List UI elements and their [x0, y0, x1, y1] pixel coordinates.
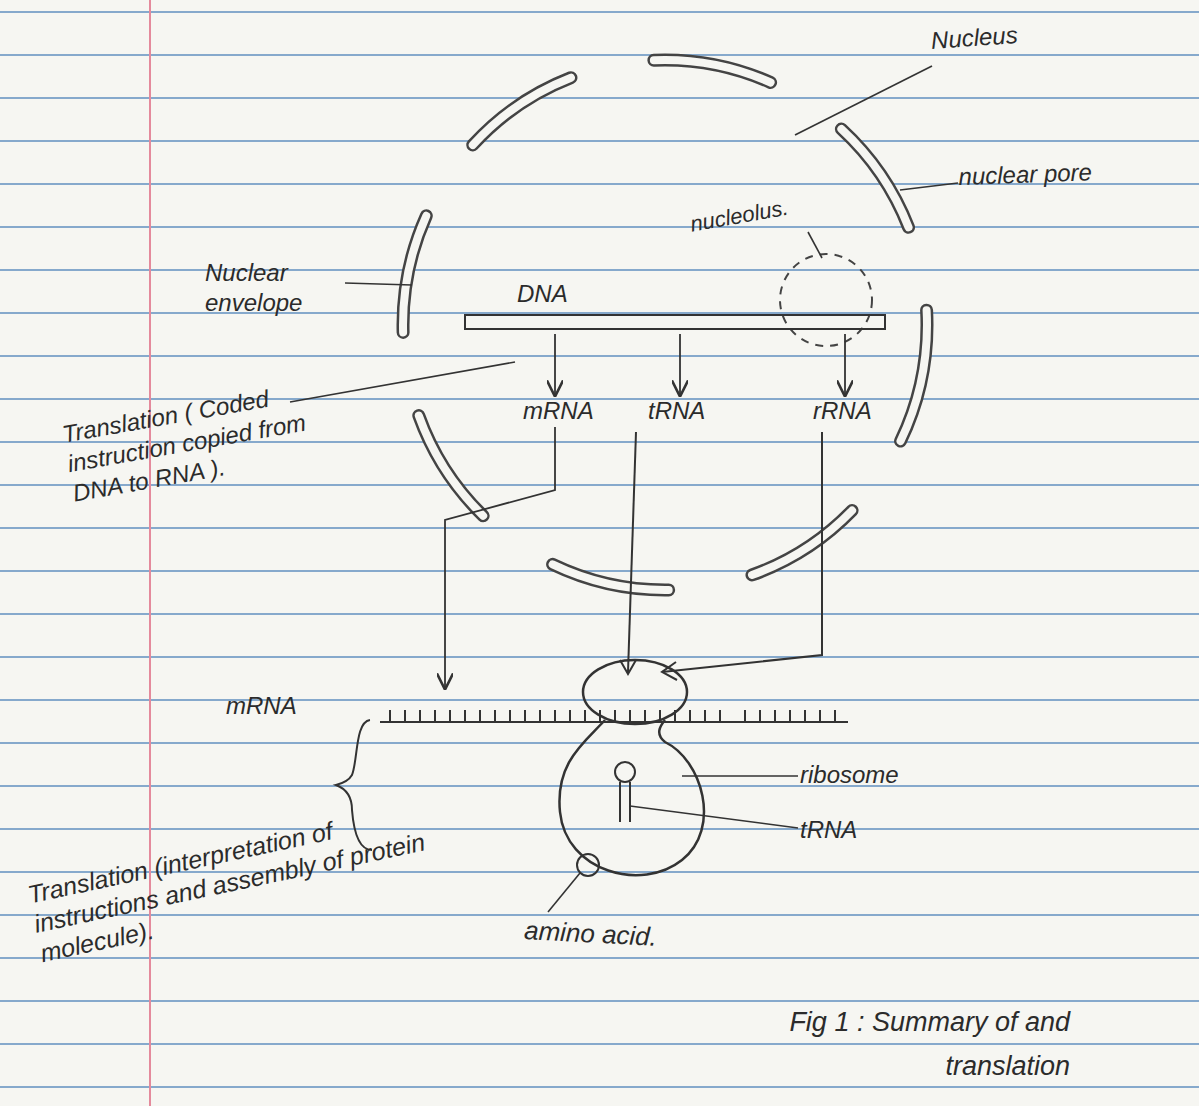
arrow-head: [620, 660, 636, 674]
arrow-line: [628, 432, 636, 672]
leader-line: [900, 183, 958, 190]
node-text: DNA: [517, 280, 568, 308]
amino-acid-symbol: [577, 854, 599, 876]
connector-arrow: [844, 334, 846, 395]
leader-line: [630, 806, 798, 828]
annotation-label: tRNA: [800, 815, 920, 845]
ribosome-large-subunit: [559, 720, 704, 875]
annotation-label: Nuclear envelope: [205, 258, 355, 318]
annotation-label: Translation ( Coded instruction copied f…: [60, 370, 361, 509]
connector-arrow: [445, 427, 555, 688]
connector-arrow: [679, 334, 681, 395]
nuclear-envelope-inner: [403, 60, 927, 590]
node-text: mRNA: [226, 692, 297, 720]
annotation-label: ribosome: [800, 760, 950, 790]
leader-line: [345, 283, 412, 285]
annotation-label: nucleolus.: [688, 184, 841, 240]
rna-node: DNA: [465, 278, 885, 334]
arrow-head: [662, 662, 677, 680]
node-text: tRNA: [648, 397, 705, 425]
node-text: rRNA: [813, 397, 872, 425]
nucleolus-outline: [780, 254, 872, 346]
trna-symbol-head: [615, 762, 635, 782]
annotation-label: amino acid.: [523, 915, 754, 957]
connector-arrow: [554, 334, 556, 395]
leader-line: [682, 775, 798, 777]
rna-node: tRNA: [640, 395, 720, 427]
leader-lines: [290, 66, 958, 912]
annotation-label: Translation (interpretation of instructi…: [25, 797, 435, 968]
leader-line: [808, 232, 822, 258]
nuclear-envelope-outer: [403, 60, 927, 590]
leader-line: [548, 873, 580, 912]
dna-strand: [465, 315, 885, 329]
paper-rules: [0, 12, 1199, 1087]
rna-node: rRNA: [805, 395, 885, 427]
node-text: mRNA: [523, 397, 594, 425]
rna-node: mRNA: [220, 688, 850, 728]
annotation-label: nuclear pore: [958, 154, 1189, 192]
leader-line: [290, 362, 515, 402]
annotation-label: Nucleus: [930, 12, 1132, 56]
rna-to-ribosome-arrows: [620, 432, 822, 680]
arrow-line: [662, 432, 822, 672]
rna-node: mRNA: [515, 395, 595, 427]
leader-line: [795, 66, 932, 135]
trna-symbol-stem: [620, 782, 630, 822]
ribosome-small-subunit: [583, 660, 687, 724]
figure-caption: Fig 1 : Summary of and translation: [770, 1000, 1070, 1088]
